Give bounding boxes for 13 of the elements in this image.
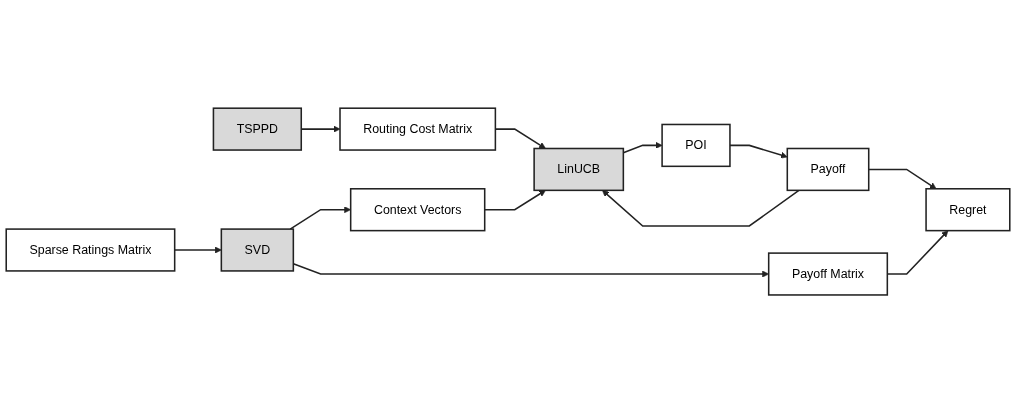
node-box: Regret <box>925 188 1011 232</box>
node-box: TSPPD <box>212 107 303 152</box>
node-box: Context Vectors <box>349 188 486 232</box>
arrow <box>289 206 351 231</box>
arrow <box>602 190 800 228</box>
node-box: Sparse Ratings Matrix <box>5 228 176 273</box>
node-box: LinUCB <box>533 148 625 192</box>
node-box: Payoff <box>786 148 870 192</box>
node-box: Routing Cost Matrix <box>339 107 497 152</box>
node-box: SVD <box>220 228 295 273</box>
node-box: POI <box>661 124 731 168</box>
node-box: Payoff Matrix <box>767 252 889 297</box>
arrow <box>729 145 788 159</box>
